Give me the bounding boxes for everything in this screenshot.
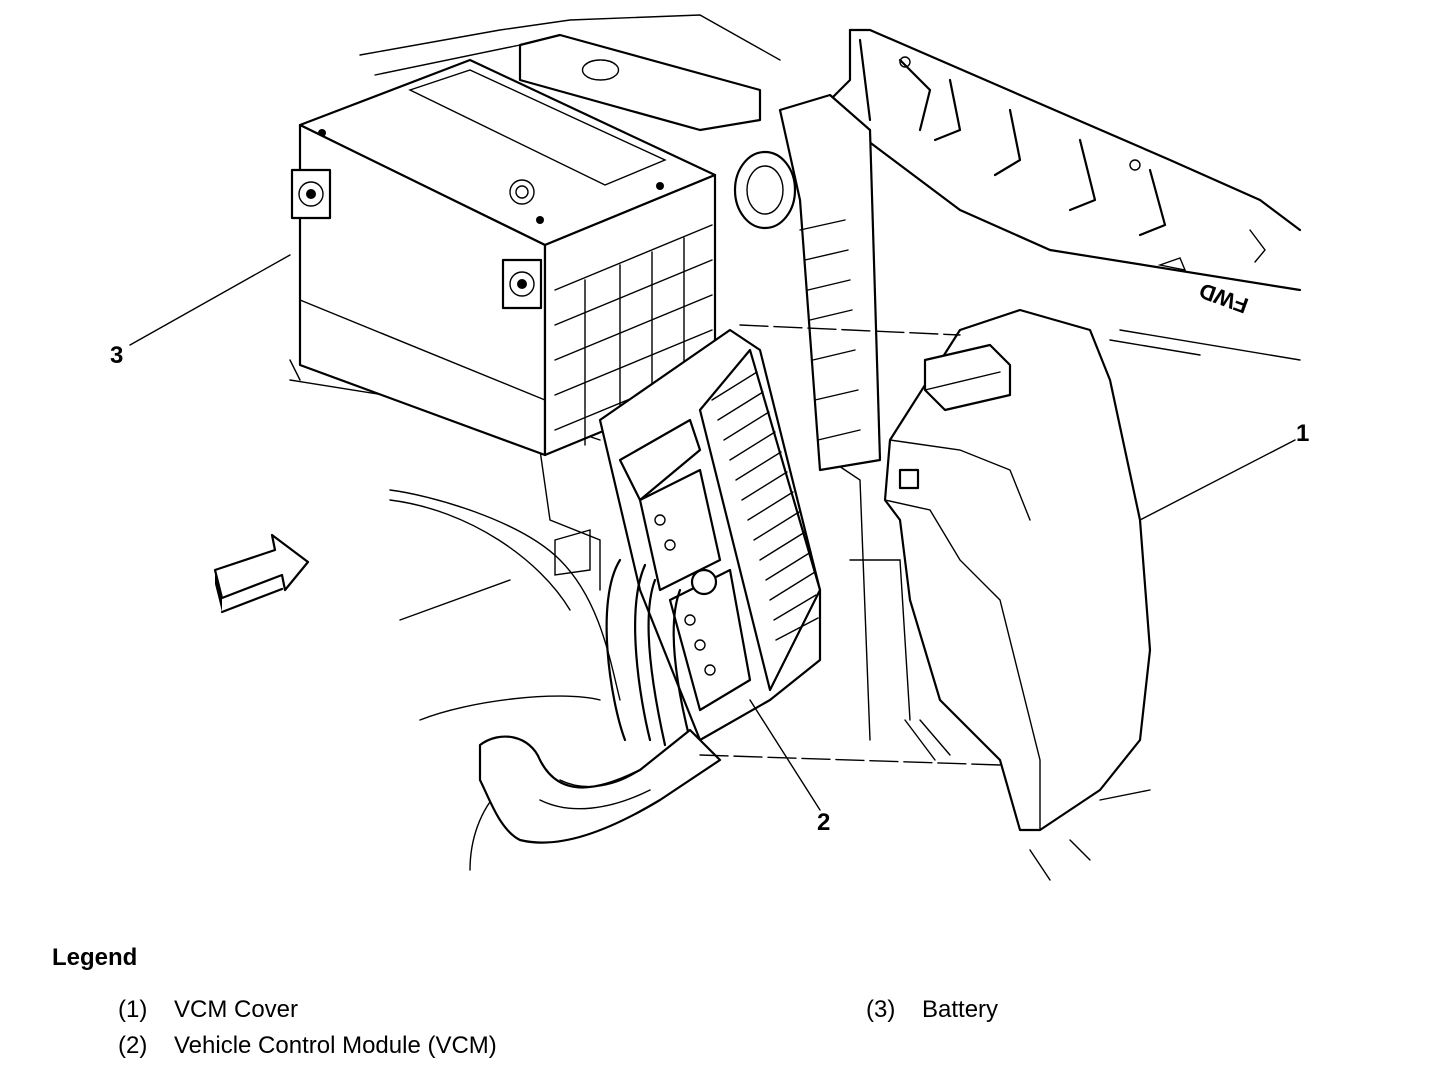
callout-number-3: 3: [110, 342, 123, 369]
legend-item-label: Battery: [922, 996, 999, 1023]
wiring-harness: [478, 558, 722, 844]
legend-item-label: VCM Cover: [174, 996, 299, 1023]
battery-tray-bracket: FWD: [828, 28, 1302, 361]
fwd-marking: FWD: [1196, 278, 1252, 319]
forward-direction-arrow-icon: [213, 533, 310, 614]
vcm-cover: [883, 308, 1152, 832]
air-inlet-duct: [733, 93, 882, 472]
legend-item-number: (3): [866, 996, 896, 1023]
vehicle-control-module: [598, 328, 822, 742]
engine-compartment-illustration: FWD: [110, 14, 1309, 881]
vcm-heatsink-fins: [711, 371, 819, 641]
callout-number-2: 2: [817, 809, 830, 836]
legend-item-number: (2): [118, 1032, 148, 1059]
legend-item-battery: (3) Battery: [866, 996, 998, 1024]
vcm-harness-connectors: [618, 418, 752, 712]
legend-title: Legend: [52, 944, 138, 971]
legend-item-number: (1): [118, 996, 148, 1023]
callout-number-1: 1: [1296, 420, 1309, 447]
legend-item-label: Vehicle Control Module (VCM): [174, 1032, 497, 1059]
legend-item-vcm-cover: (1) VCM Cover: [118, 996, 298, 1024]
legend-item-vcm: (2) Vehicle Control Module (VCM): [118, 1032, 497, 1060]
callout-leader-lines: [129, 254, 1296, 811]
battery: [290, 58, 717, 457]
